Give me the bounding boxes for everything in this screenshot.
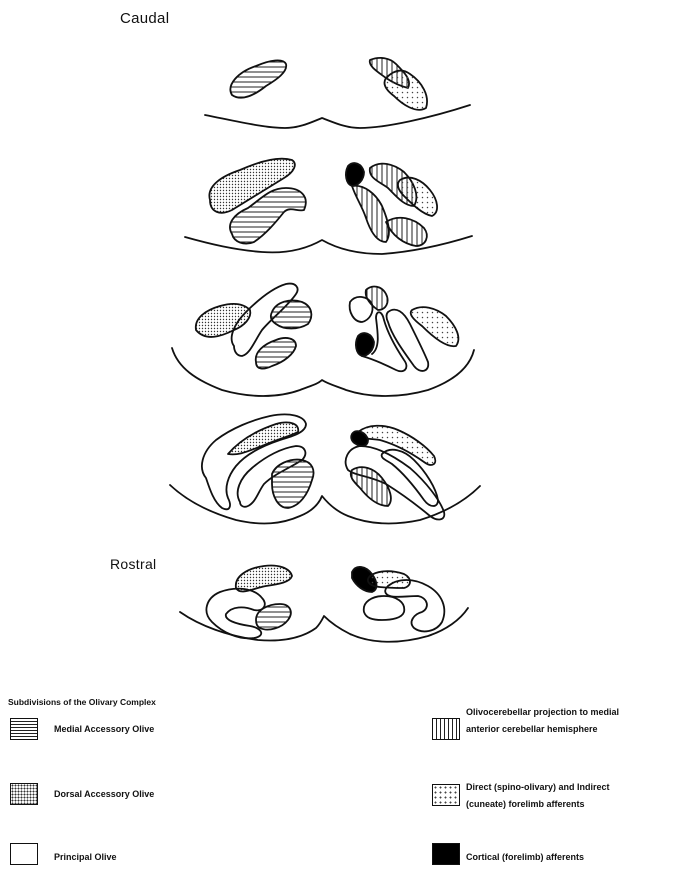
legend-label-principal: Principal Olive [54, 850, 117, 865]
section-3 [172, 284, 474, 396]
section-3-left-mao-lower [256, 338, 296, 369]
section-3-outline [172, 348, 474, 396]
legend-swatch-medial-accessory [10, 718, 38, 740]
legend-label-dorsal-accessory: Dorsal Accessory Olive [54, 787, 154, 802]
section-2-right-dao [398, 178, 437, 216]
rostral-label: Rostral [110, 556, 156, 572]
section-5-outline [180, 608, 468, 642]
legend-swatch-olivocerebellar [432, 718, 460, 740]
section-1-caudal [205, 58, 470, 128]
section-1-left-mao [230, 60, 286, 97]
section-5-left-dao [236, 565, 292, 591]
section-2-right-cortical [346, 163, 364, 186]
legend-label-olivocerebellar-2: anterior cerebellar hemisphere [466, 722, 598, 737]
section-2-right-olivocerebellar [352, 186, 389, 242]
legend-swatch-cortical [432, 843, 460, 865]
legend-title: Subdivisions of the Olivary Complex [8, 697, 156, 707]
section-4 [170, 414, 480, 523]
section-3-right-mao [366, 287, 388, 310]
legend-swatch-principal [10, 843, 38, 865]
caudal-label: Caudal [120, 10, 169, 27]
section-5-rostral [180, 565, 468, 641]
legend-label-cortical: Cortical (forelimb) afferents [466, 850, 584, 865]
legend-label-direct-1: Direct (spino-olivary) and Indirect [466, 780, 610, 795]
legend-swatch-direct [432, 784, 460, 806]
legend-label-direct-2: (cuneate) forelimb afferents [466, 797, 585, 812]
legend-label-olivocerebellar-1: Olivocerebellar projection to medial [466, 705, 619, 720]
section-3-right-cortical [356, 333, 374, 356]
section-4-left-mao [272, 460, 314, 508]
legend-swatch-dorsal-accessory [10, 783, 38, 805]
section-5-right-principal-loop [364, 596, 405, 620]
section-1-right-direct [384, 71, 427, 110]
legend-label-medial-accessory: Medial Accessory Olive [54, 722, 154, 737]
section-2 [185, 159, 472, 254]
section-4-right-olivocerebellar [351, 467, 391, 506]
section-3-left-mao-upper [271, 300, 312, 328]
section-1-outline [205, 105, 470, 128]
section-3-left-dao [196, 304, 251, 337]
section-2-right-olivocerebellar-tail [386, 218, 427, 246]
section-5-left-mao [256, 604, 291, 630]
section-2-outline [185, 236, 472, 254]
